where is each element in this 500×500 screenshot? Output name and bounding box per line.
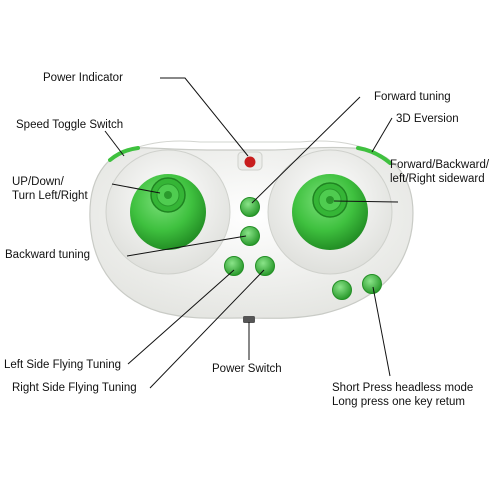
label-3d-eversion: 3D Eversion <box>396 113 459 125</box>
headless-mode-button[interactable] <box>362 274 382 294</box>
speed-toggle-switch[interactable] <box>108 146 140 162</box>
left-stick-knob[interactable] <box>150 177 186 213</box>
power-switch[interactable] <box>243 316 255 323</box>
label-right-stick: Forward/Backward/ left/Right sideward <box>390 158 489 186</box>
leader-right-stick <box>333 200 399 203</box>
label-headless-mode-line-1: Short Press headless mode <box>332 382 474 394</box>
label-power-switch: Power Switch <box>212 363 282 375</box>
label-speed-toggle-switch: Speed Toggle Switch <box>16 119 124 131</box>
eversion-3d-button[interactable] <box>356 146 392 165</box>
forward-tuning-button[interactable] <box>240 197 260 217</box>
right-stick-knob[interactable] <box>312 182 348 218</box>
leader-forward-tuning <box>251 96 361 204</box>
leader-headless-mode <box>372 286 391 377</box>
label-forward-tuning: Forward tuning <box>374 91 451 103</box>
leader-lines <box>104 77 399 389</box>
left-side-flying-tuning-button[interactable] <box>224 256 244 276</box>
leader-power-indicator <box>160 77 249 157</box>
label-left-stick-line-1: UP/Down/ <box>12 176 64 188</box>
headless-mode-button-left[interactable] <box>332 280 352 300</box>
leader-speed-toggle <box>104 130 125 157</box>
right-side-flying-tuning-button[interactable] <box>255 256 275 276</box>
leader-left-stick <box>111 183 161 194</box>
label-left-stick: UP/Down/ Turn Left/Right <box>12 175 88 203</box>
backward-tuning-button[interactable] <box>240 226 260 246</box>
label-backward-tuning: Backward tuning <box>5 249 91 261</box>
leader-right-side-tuning <box>149 269 265 389</box>
label-headless-mode: Short Press headless mode Long press one… <box>332 381 473 409</box>
label-power-indicator: Power Indicator <box>43 72 123 84</box>
top-plate <box>129 140 371 151</box>
leader-3d-eversion <box>371 117 393 153</box>
label-left-stick-line-2: Turn Left/Right <box>12 190 88 202</box>
leader-backward-tuning <box>126 235 247 257</box>
leader-left-side-tuning <box>127 269 235 365</box>
label-right-stick-line-2: left/Right sideward <box>390 173 485 185</box>
label-right-stick-line-1: Forward/Backward/ <box>390 159 490 171</box>
label-headless-mode-line-2: Long press one key retum <box>332 396 465 408</box>
power-indicator-led <box>244 156 256 168</box>
label-left-side-flying-tuning: Left Side Flying Tuning <box>4 359 121 371</box>
label-right-side-flying-tuning: Right Side Flying Tuning <box>12 382 137 394</box>
